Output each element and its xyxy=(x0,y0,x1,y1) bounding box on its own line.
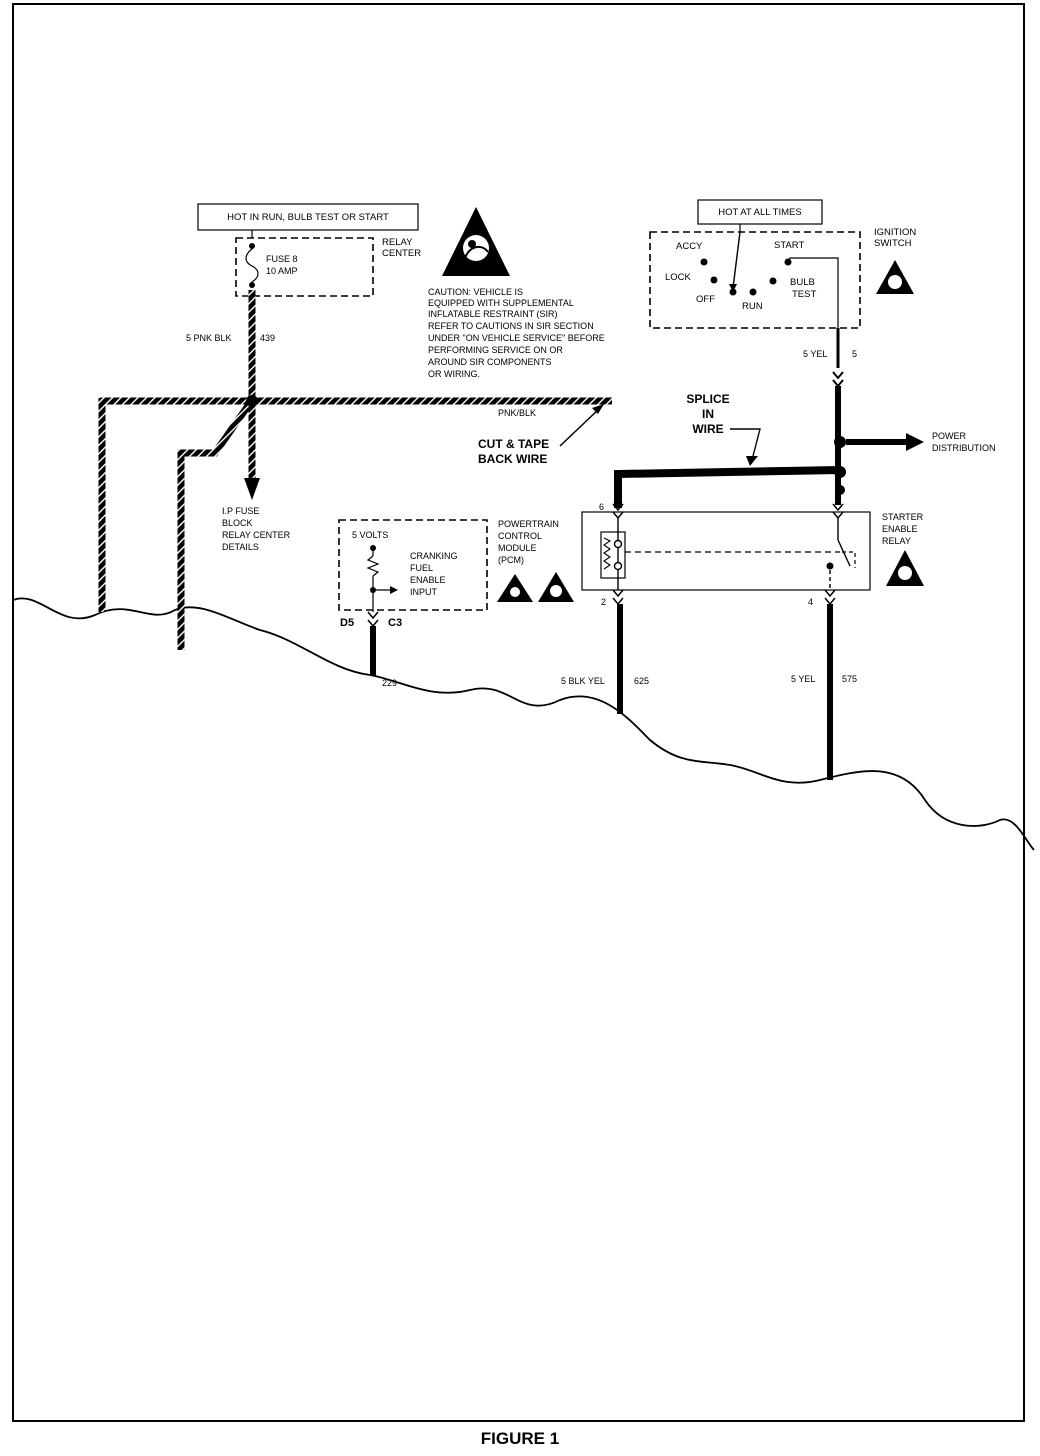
pnk-blk-label: PNK/BLK xyxy=(498,408,536,418)
power-distribution-label-1: POWER xyxy=(932,431,967,441)
pin-c3: C3 xyxy=(388,617,402,629)
power-distribution-label-2: DISTRIBUTION xyxy=(932,443,996,453)
coil-icon xyxy=(603,537,612,570)
splice-label-1: SPLICE xyxy=(686,392,729,406)
fuse-label-2: 10 AMP xyxy=(266,266,298,276)
hot-at-all-times-label: HOT AT ALL TIMES xyxy=(718,207,801,218)
ip-fuse-label: I.P FUSE BLOCK RELAY CENTER DETAILS xyxy=(222,506,291,552)
starter-relay-label: STARTER ENABLE RELAY xyxy=(882,512,924,546)
pcm-label-text: MODULE xyxy=(498,543,537,553)
pcm-input-text: ENABLE xyxy=(410,575,446,585)
ignition-switch-box: ACCY START LOCK OFF RUN BULB TEST xyxy=(649,231,861,329)
ip-fuse-line: I.P FUSE xyxy=(222,506,259,516)
caution-line: OR WIRING. xyxy=(428,369,480,379)
arrow-icon xyxy=(592,404,604,414)
connector-icon xyxy=(367,611,379,628)
figure-caption: FIGURE 1 xyxy=(480,1429,560,1448)
fuse-icon xyxy=(245,248,259,283)
pcm-label-text: CONTROL xyxy=(498,531,542,541)
wire-pnk-blk-branch xyxy=(177,400,253,650)
cut-tape-label-1: CUT & TAPE xyxy=(478,437,549,451)
switch-start: START xyxy=(774,240,804,251)
sir-caution-pcm-icon xyxy=(538,572,574,602)
switch-off: OFF xyxy=(696,294,715,305)
connector-icon xyxy=(832,371,844,388)
right-arrow-icon xyxy=(906,433,924,451)
switch-run: RUN xyxy=(742,301,763,312)
resistor-icon xyxy=(366,555,380,577)
caution-line: EQUIPPED WITH SUPPLEMENTAL xyxy=(428,298,574,308)
pcm-input-text: INPUT xyxy=(410,587,438,597)
caution-text: CAUTION: VEHICLE IS EQUIPPED WITH SUPPLE… xyxy=(428,287,605,379)
splice-label-2: IN xyxy=(702,407,714,421)
caution-line: REFER TO CAUTIONS IN SIR SECTION xyxy=(428,321,594,331)
splice-node xyxy=(834,436,846,448)
cut-tape-label-2: BACK WIRE xyxy=(478,452,547,466)
wire-blk-yel-label: 5 BLK YEL xyxy=(561,676,605,686)
ignition-switch-text: SWITCH xyxy=(874,238,912,249)
wire-yel-bottom-circuit: 575 xyxy=(842,674,857,684)
starter-relay-text: ENABLE xyxy=(882,524,918,534)
wire-blk-yel-circuit: 625 xyxy=(634,676,649,686)
wire-yel-bottom-label: 5 YEL xyxy=(791,674,815,684)
switch-test: TEST xyxy=(792,289,816,300)
relay-pin-4: 4 xyxy=(808,597,813,607)
switch-bulb: BULB xyxy=(790,277,815,288)
relay-center-box: RELAY CENTER FUSE 8 10 AMP xyxy=(235,237,421,297)
switch-wiper xyxy=(732,231,741,289)
hot-in-run-box: HOT IN RUN, BULB TEST OR START xyxy=(197,203,419,238)
starter-relay-text: RELAY xyxy=(882,536,911,546)
torn-edge xyxy=(12,597,1035,851)
pcm-input-text: FUEL xyxy=(410,563,433,573)
ip-fuse-line: RELAY CENTER xyxy=(222,530,291,540)
starter-relay-box: 6 2 4 xyxy=(581,502,871,607)
splice-leader xyxy=(730,428,761,461)
relay-pin-2: 2 xyxy=(601,597,606,607)
relay-pin-6: 6 xyxy=(599,502,604,512)
pcm-input-text: CRANKING xyxy=(410,551,458,561)
hot-at-all-times-box: HOT AT ALL TIMES xyxy=(697,199,823,232)
splice-label-3: WIRE xyxy=(692,422,723,436)
starter-relay-text: STARTER xyxy=(882,512,924,522)
pcm-label-text: (PCM) xyxy=(498,555,524,565)
cut-tape-leader xyxy=(559,407,601,447)
switch-lock: LOCK xyxy=(665,272,692,283)
pcm-box: 5 VOLTS CRANKING FUEL ENABLE INPUT xyxy=(338,519,488,612)
new-splice-wire xyxy=(614,466,841,508)
sir-caution-relay-icon xyxy=(886,550,924,586)
wire-229-label: 229 xyxy=(382,678,397,688)
arrow-icon xyxy=(746,456,758,466)
pcm-label-text: POWERTRAIN xyxy=(498,519,559,529)
wire-yel-top-circuit: 5 xyxy=(852,349,857,359)
fuse-label-1: FUSE 8 xyxy=(266,254,298,264)
switch-accy: ACCY xyxy=(676,241,703,252)
wire-yel-top-label: 5 YEL xyxy=(803,349,827,359)
caution-line: INFLATABLE RESTRAINT (SIR) xyxy=(428,309,558,319)
page-border xyxy=(12,3,1025,1422)
arrow-icon xyxy=(390,586,398,594)
relay-center-label-1: RELAY xyxy=(382,237,413,248)
splice-node xyxy=(246,395,258,407)
ignition-switch-text: IGNITION xyxy=(874,227,916,238)
wire-left-label: 5 PNK BLK xyxy=(186,333,232,343)
caution-line: CAUTION: VEHICLE IS xyxy=(428,287,523,297)
sir-caution-icon xyxy=(442,207,510,276)
pin-d5: D5 xyxy=(340,617,354,629)
pcm-volts: 5 VOLTS xyxy=(352,530,388,540)
sir-caution-small-icon xyxy=(876,260,914,294)
ip-fuse-line: BLOCK xyxy=(222,518,253,528)
pcm-label: POWERTRAIN CONTROL MODULE (PCM) xyxy=(498,519,559,565)
wire-left-circuit: 439 xyxy=(260,333,275,343)
esd-warning-icon xyxy=(497,574,533,602)
caution-line: UNDER "ON VEHICLE SERVICE" BEFORE xyxy=(428,333,605,343)
ip-fuse-line: DETAILS xyxy=(222,542,259,552)
caution-line: PERFORMING SERVICE ON OR xyxy=(428,345,563,355)
relay-center-label-2: CENTER xyxy=(382,248,421,259)
caution-line: AROUND SIR COMPONENTS xyxy=(428,357,552,367)
hot-in-run-label: HOT IN RUN, BULB TEST OR START xyxy=(227,212,389,223)
ignition-switch-label: IGNITION SWITCH xyxy=(874,227,916,249)
down-arrow-icon xyxy=(244,478,260,500)
